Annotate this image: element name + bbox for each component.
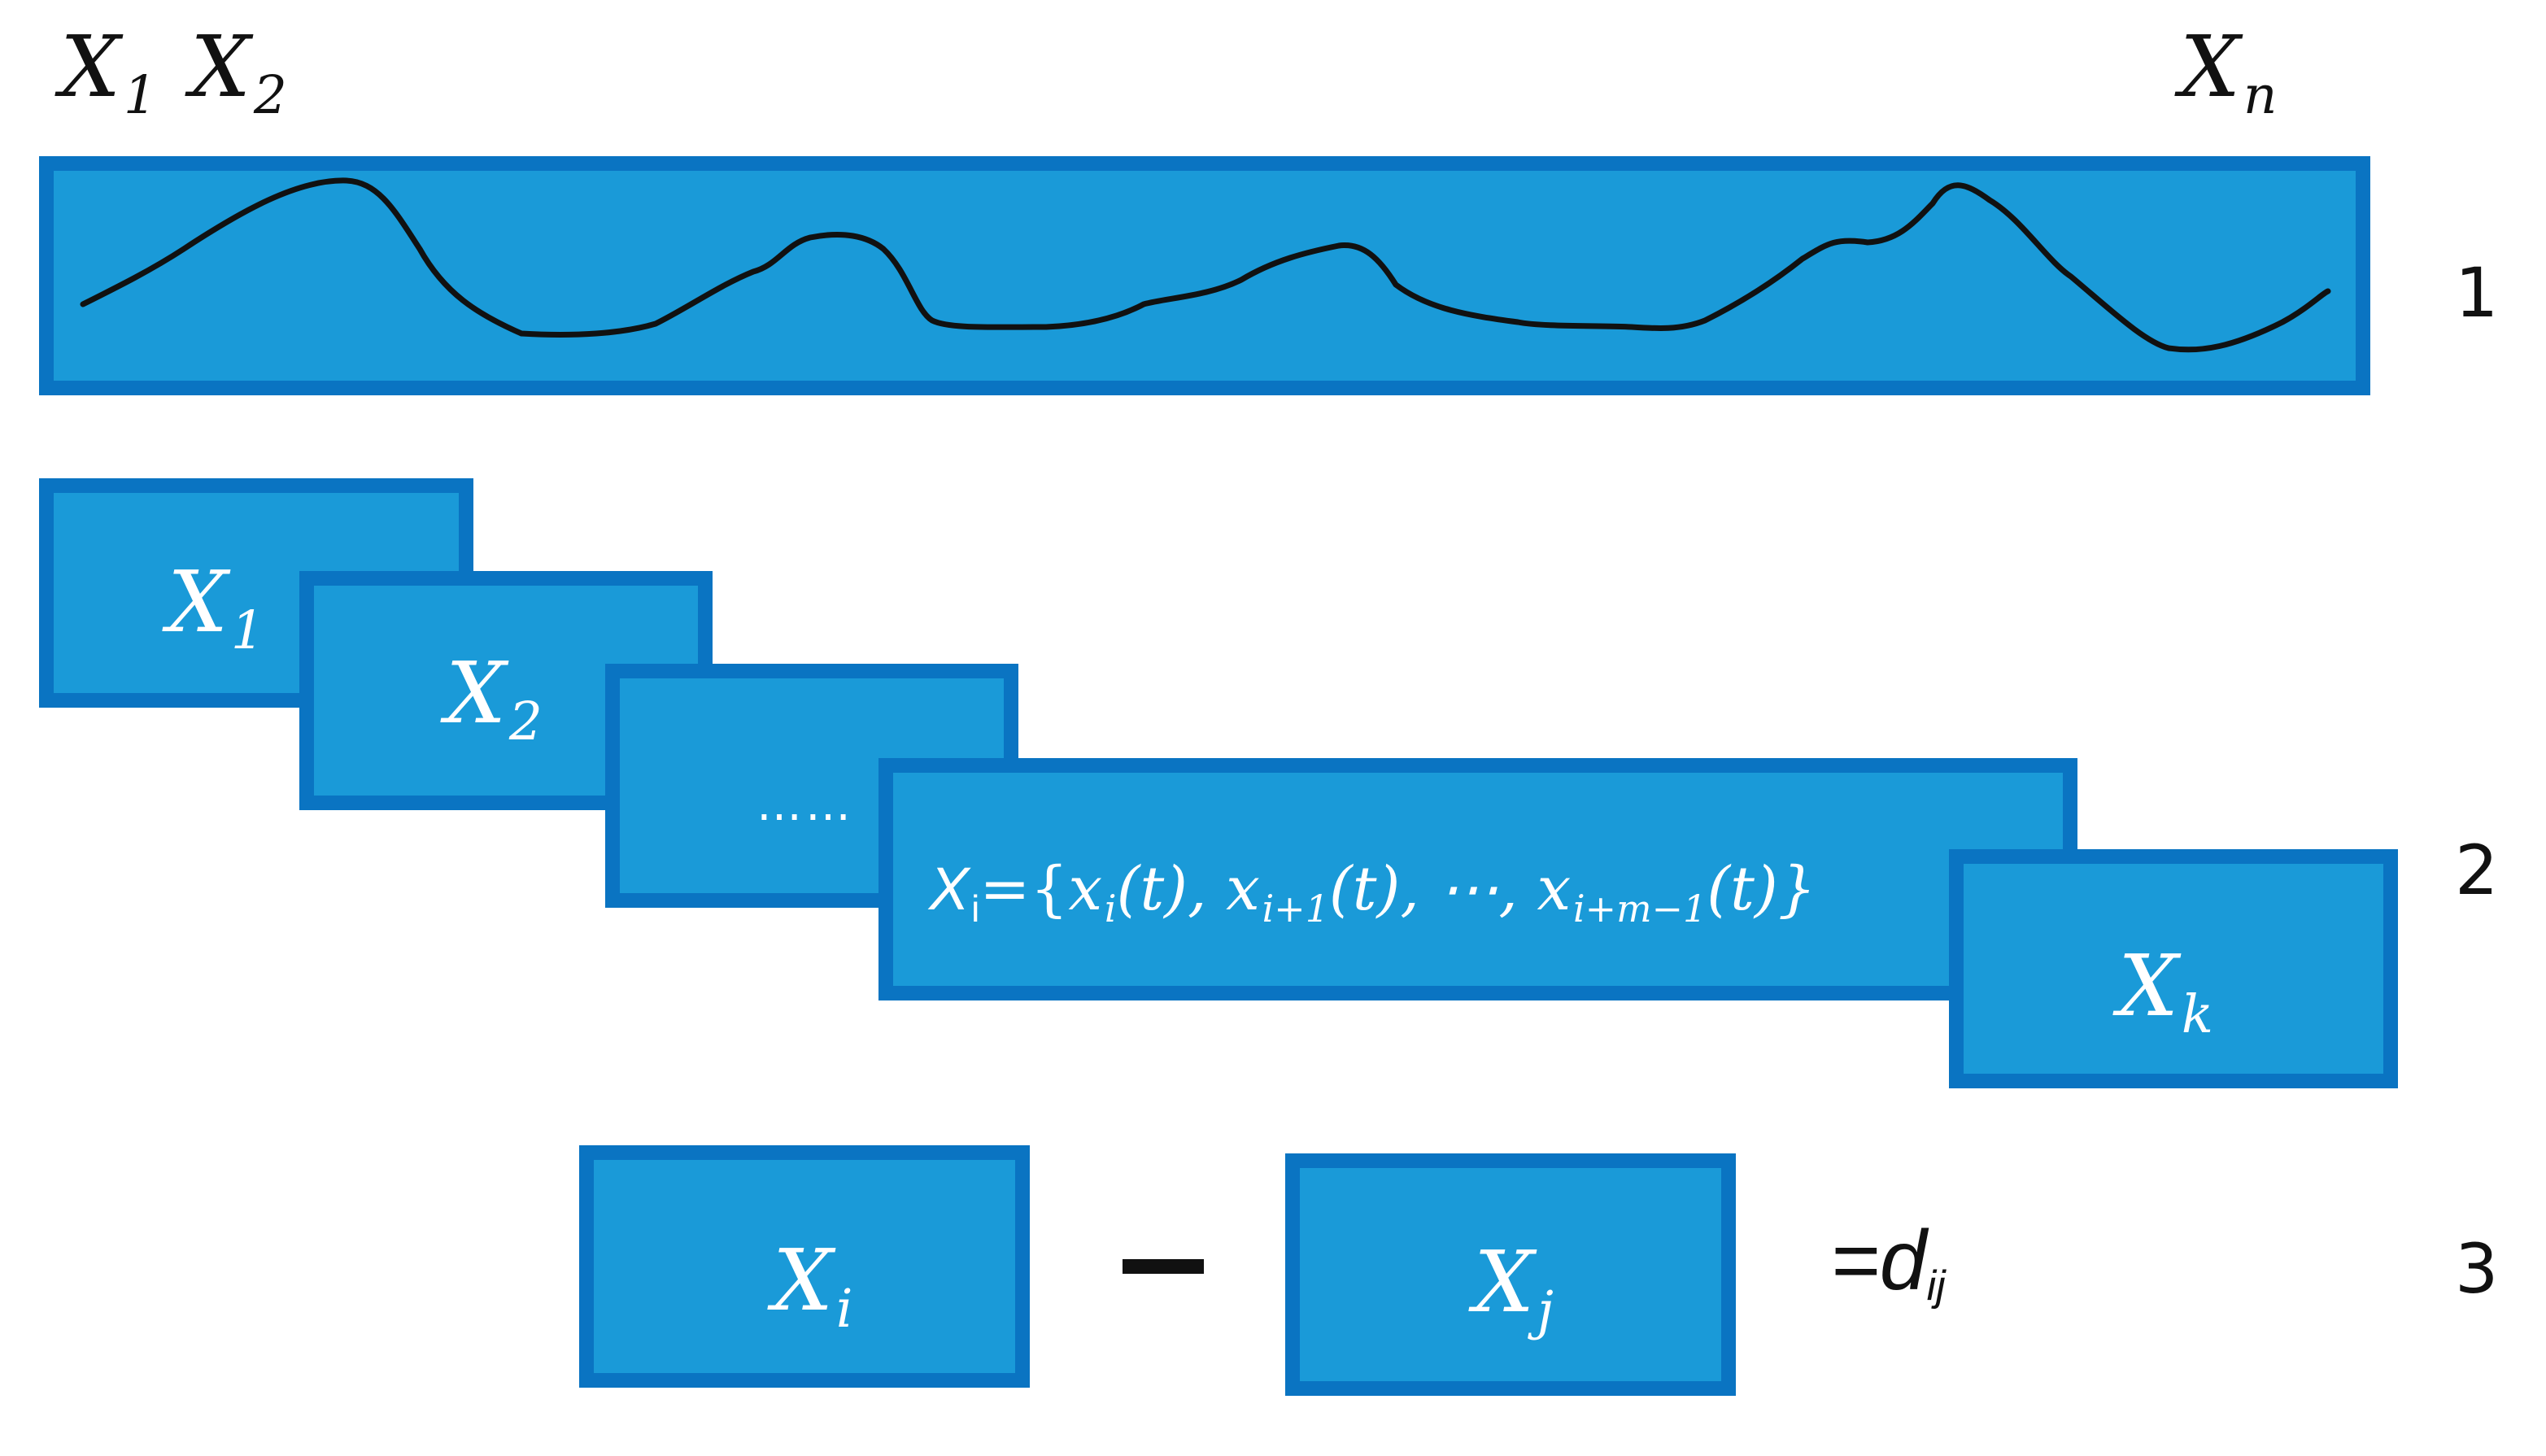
label-x2: X2 — [190, 24, 287, 121]
label-x1: X1 — [60, 24, 157, 121]
label-x2-base: X — [190, 17, 251, 116]
distance-xi-base: X — [773, 1231, 834, 1330]
formula-t2-arg: (t), ⋯, — [1328, 854, 1537, 924]
formula-t3-sub: i+m−1 — [1572, 886, 1707, 931]
distance-box-xi: Xi — [579, 1145, 1030, 1388]
formula-t1-base: x — [1068, 854, 1103, 924]
row-number-3: 3 — [2455, 1229, 2499, 1309]
window-box-xk: Xk — [1949, 849, 2398, 1088]
window-box-ellipsis: …… — [605, 664, 1018, 908]
formula-lhs-sub: i — [971, 887, 980, 930]
formula-lhs-base: X — [929, 855, 970, 922]
distance-result-sub: ij — [1926, 1262, 1946, 1310]
formula-t2-base: x — [1226, 854, 1260, 924]
formula-t3-base: x — [1537, 854, 1572, 924]
distance-xj-label: Xj — [1474, 1240, 1554, 1336]
time-series-curve — [80, 177, 2331, 353]
window-xk-sub: k — [2181, 983, 2213, 1045]
distance-xi-label: Xi — [773, 1238, 853, 1335]
formula-open: ={ — [979, 854, 1069, 924]
minus-operator — [1123, 1259, 1204, 1274]
distance-xj-sub: j — [1537, 1279, 1554, 1341]
window-x2-sub: 2 — [508, 691, 543, 752]
distance-result: =dij — [1830, 1218, 1946, 1307]
row-number-2: 2 — [2455, 830, 2499, 910]
window-x1-sub: 1 — [230, 599, 264, 661]
window-x2-base: X — [446, 643, 507, 743]
window-xk-base: X — [2118, 936, 2179, 1035]
label-xn-sub: n — [2243, 64, 2278, 126]
distance-box-xj: Xj — [1285, 1153, 1736, 1396]
label-xn-base: X — [2180, 17, 2241, 116]
window-xk-label: Xk — [2118, 944, 2213, 1040]
window-x1-base: X — [168, 552, 229, 652]
distance-xi-sub: i — [835, 1278, 853, 1340]
ellipsis-label: …… — [756, 778, 854, 831]
window-box-xi-formula: Xi={xi(t), xi+1(t), ⋯, xi+m−1(t)} — [878, 758, 2077, 1000]
formula-t3-arg: (t)} — [1707, 854, 1816, 924]
label-x1-sub: 1 — [123, 64, 157, 126]
row-number-1: 1 — [2455, 253, 2499, 333]
distance-xj-base: X — [1474, 1232, 1535, 1332]
formula-t2-sub: i+1 — [1262, 886, 1329, 931]
formula-t1-sub: i — [1104, 886, 1117, 931]
window-x2-label: X2 — [446, 651, 543, 748]
window-x1-label: X1 — [168, 560, 264, 656]
label-x2-sub: 2 — [253, 64, 287, 126]
label-xn: Xn — [2180, 24, 2277, 121]
label-x1-base: X — [60, 17, 121, 116]
distance-result-text: =d — [1830, 1214, 1927, 1308]
time-series-box — [39, 156, 2370, 395]
formula-t1-arg: (t), — [1116, 854, 1227, 924]
formula-label: Xi={xi(t), xi+1(t), ⋯, xi+m−1(t)} — [929, 859, 1816, 927]
